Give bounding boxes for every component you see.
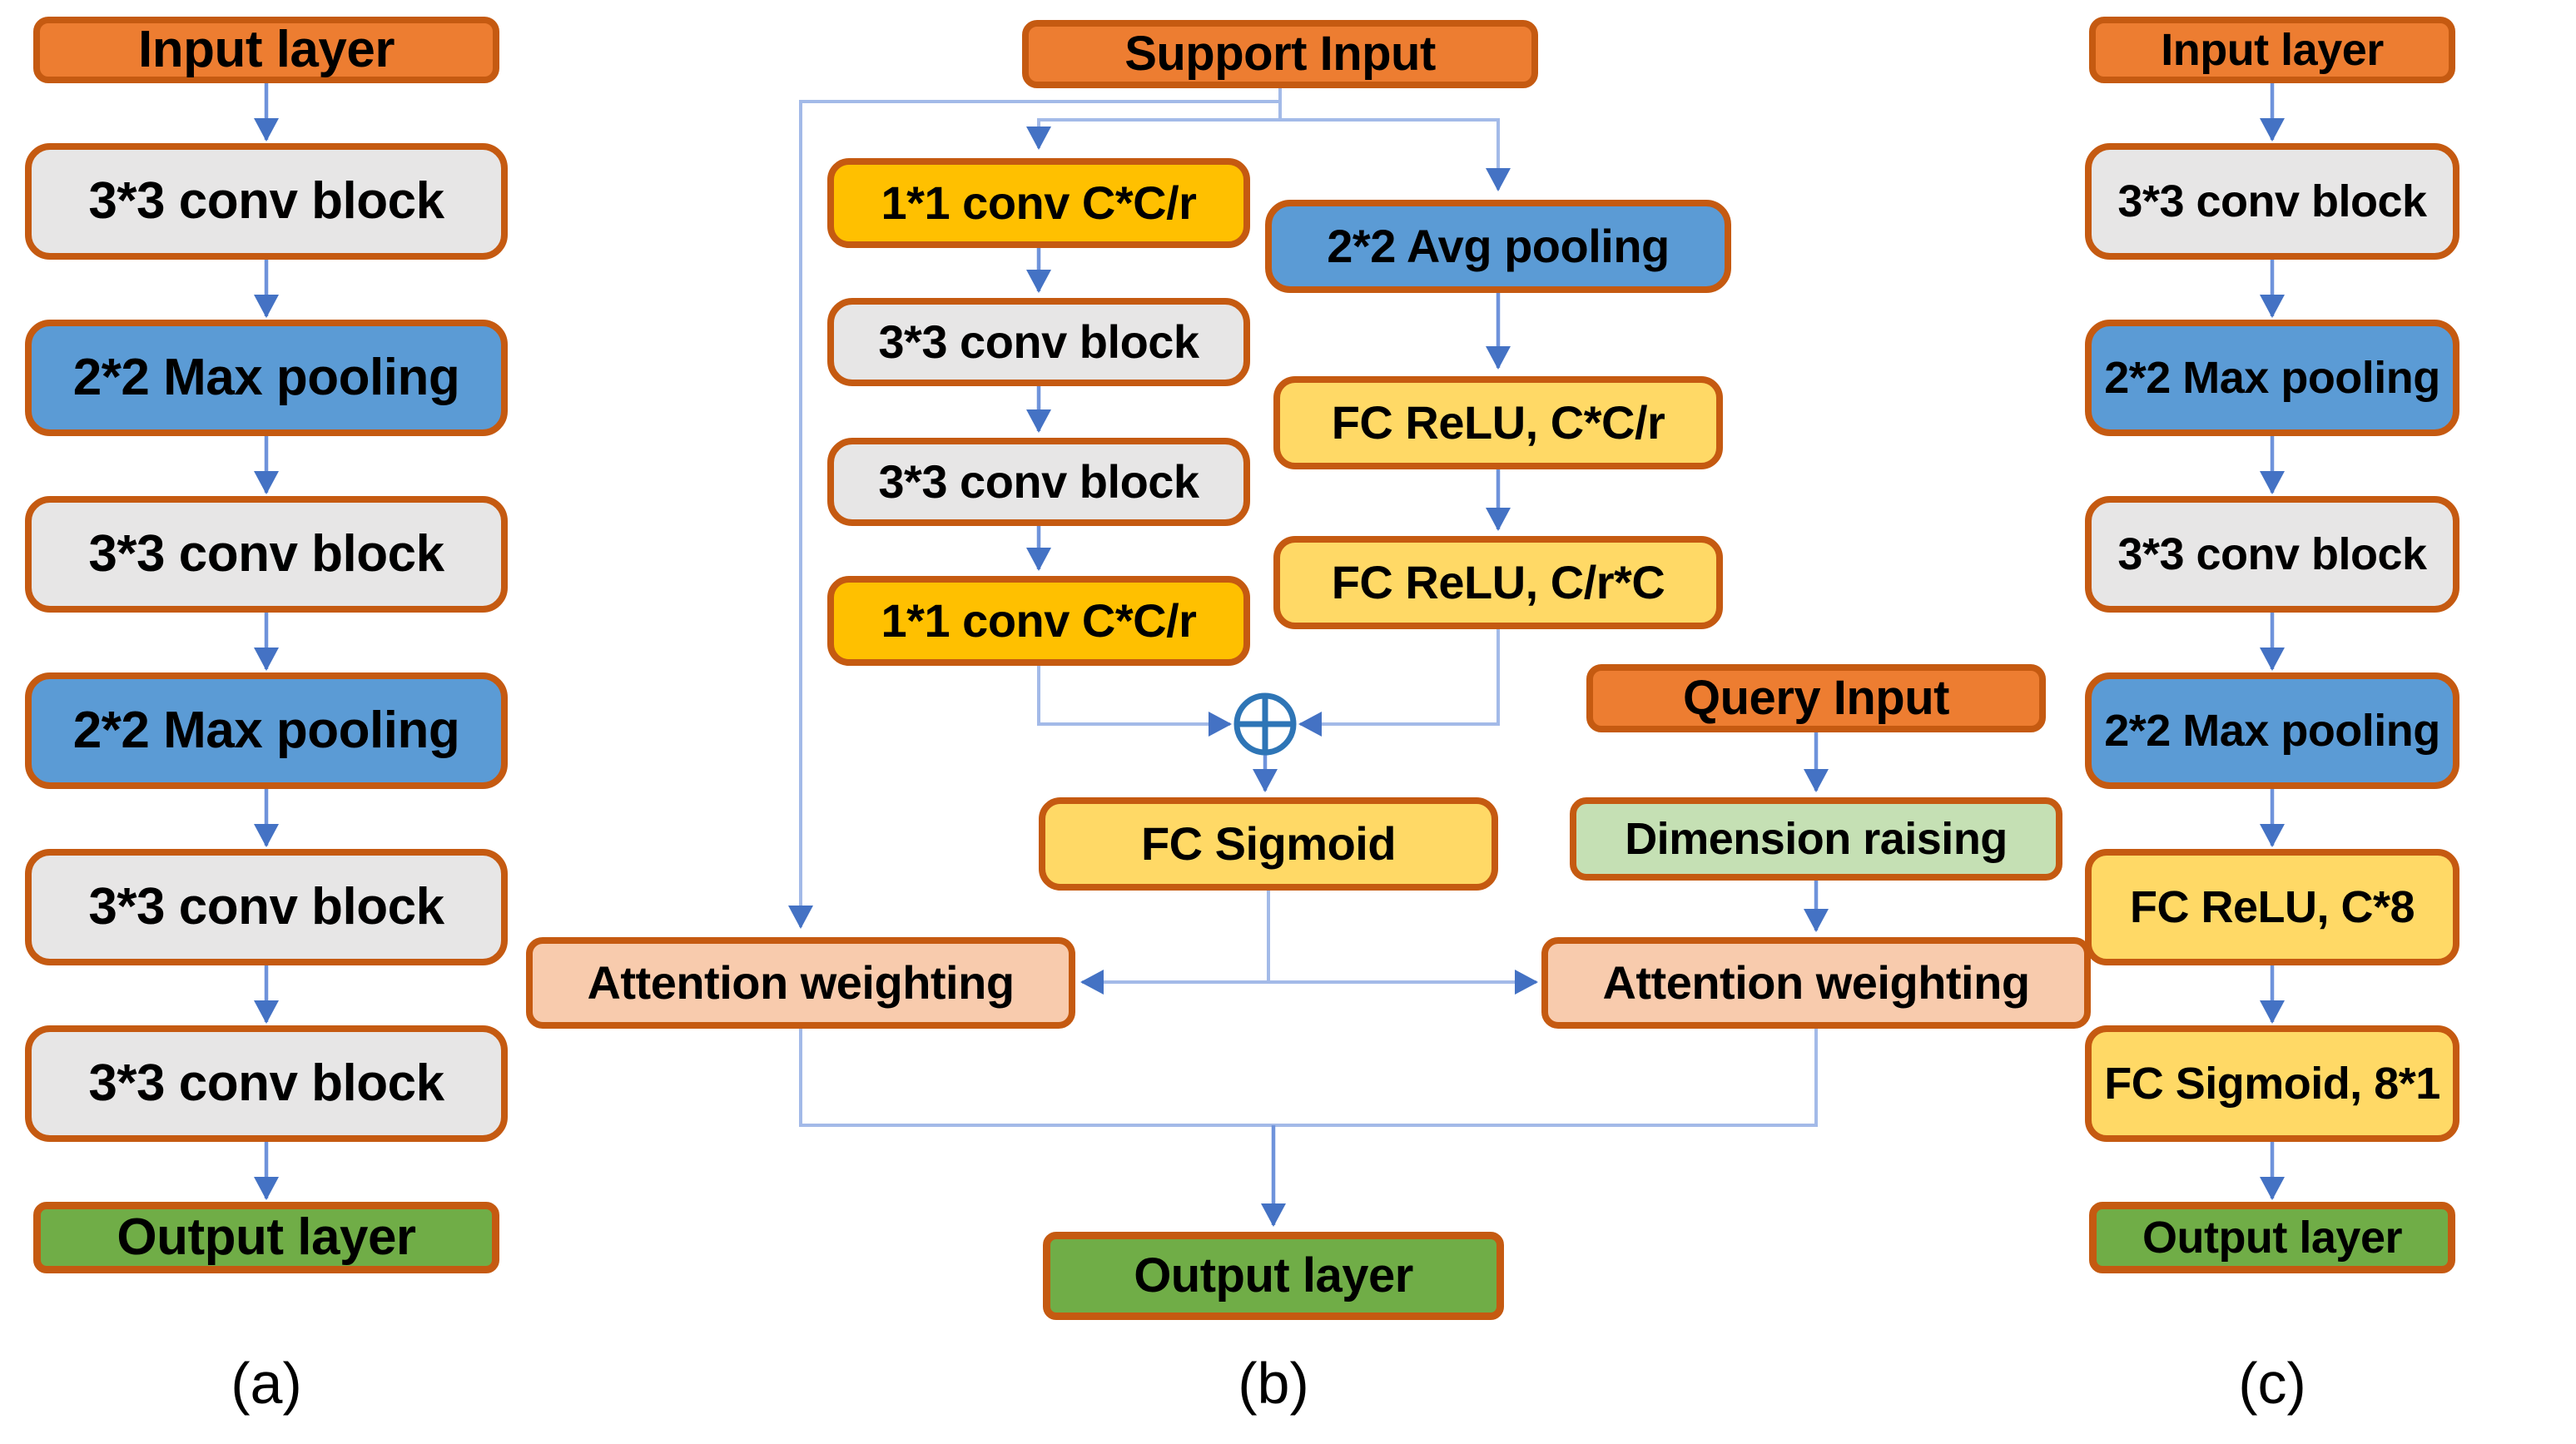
node-b-support-input: Support Input xyxy=(1022,20,1538,88)
node-c-max-pooling-2: 2*2 Max pooling xyxy=(2085,672,2459,789)
node-a-output-layer: Output layer xyxy=(33,1202,499,1273)
node-b-attention-weighting-left: Attention weighting xyxy=(526,937,1075,1029)
node-c-input-layer: Input layer xyxy=(2089,17,2455,83)
node-b-output-layer: Output layer xyxy=(1043,1232,1504,1320)
node-a-conv-block-2: 3*3 conv block xyxy=(25,496,508,613)
node-c-conv-block-2: 3*3 conv block xyxy=(2085,496,2459,613)
node-c-output-layer: Output layer xyxy=(2089,1202,2455,1273)
node-b-conv1x1-2: 1*1 conv C*C/r xyxy=(827,576,1250,666)
node-b-conv-block-1: 3*3 conv block xyxy=(827,298,1250,386)
caption-b: (b) xyxy=(1238,1351,1309,1416)
node-b-attention-weighting-right: Attention weighting xyxy=(1541,937,2091,1029)
caption-c: (c) xyxy=(2238,1351,2306,1416)
node-b-conv1x1-1: 1*1 conv C*C/r xyxy=(827,158,1250,248)
node-b-dimension-raising: Dimension raising xyxy=(1570,797,2062,881)
node-b-fc-sigmoid: FC Sigmoid xyxy=(1039,797,1498,891)
node-b-fc-relu-1: FC ReLU, C*C/r xyxy=(1273,376,1723,469)
node-a-conv-block-4: 3*3 conv block xyxy=(25,1025,508,1142)
node-b-query-input: Query Input xyxy=(1586,664,2046,732)
circle-plus-icon xyxy=(1233,692,1297,756)
caption-a: (a) xyxy=(231,1351,302,1416)
node-a-conv-block-1: 3*3 conv block xyxy=(25,143,508,260)
node-a-max-pooling-1: 2*2 Max pooling xyxy=(25,320,508,436)
node-c-max-pooling-1: 2*2 Max pooling xyxy=(2085,320,2459,436)
node-a-conv-block-3: 3*3 conv block xyxy=(25,849,508,965)
node-c-fc-relu: FC ReLU, C*8 xyxy=(2085,849,2459,965)
column-b-connectors xyxy=(788,88,1829,1227)
node-a-input-layer: Input layer xyxy=(33,17,499,83)
node-a-max-pooling-2: 2*2 Max pooling xyxy=(25,672,508,789)
node-b-fc-relu-2: FC ReLU, C/r*C xyxy=(1273,536,1723,629)
node-c-conv-block-1: 3*3 conv block xyxy=(2085,143,2459,260)
node-c-fc-sigmoid: FC Sigmoid, 8*1 xyxy=(2085,1025,2459,1142)
node-b-conv-block-2: 3*3 conv block xyxy=(827,438,1250,526)
node-b-avg-pooling: 2*2 Avg pooling xyxy=(1265,200,1731,293)
